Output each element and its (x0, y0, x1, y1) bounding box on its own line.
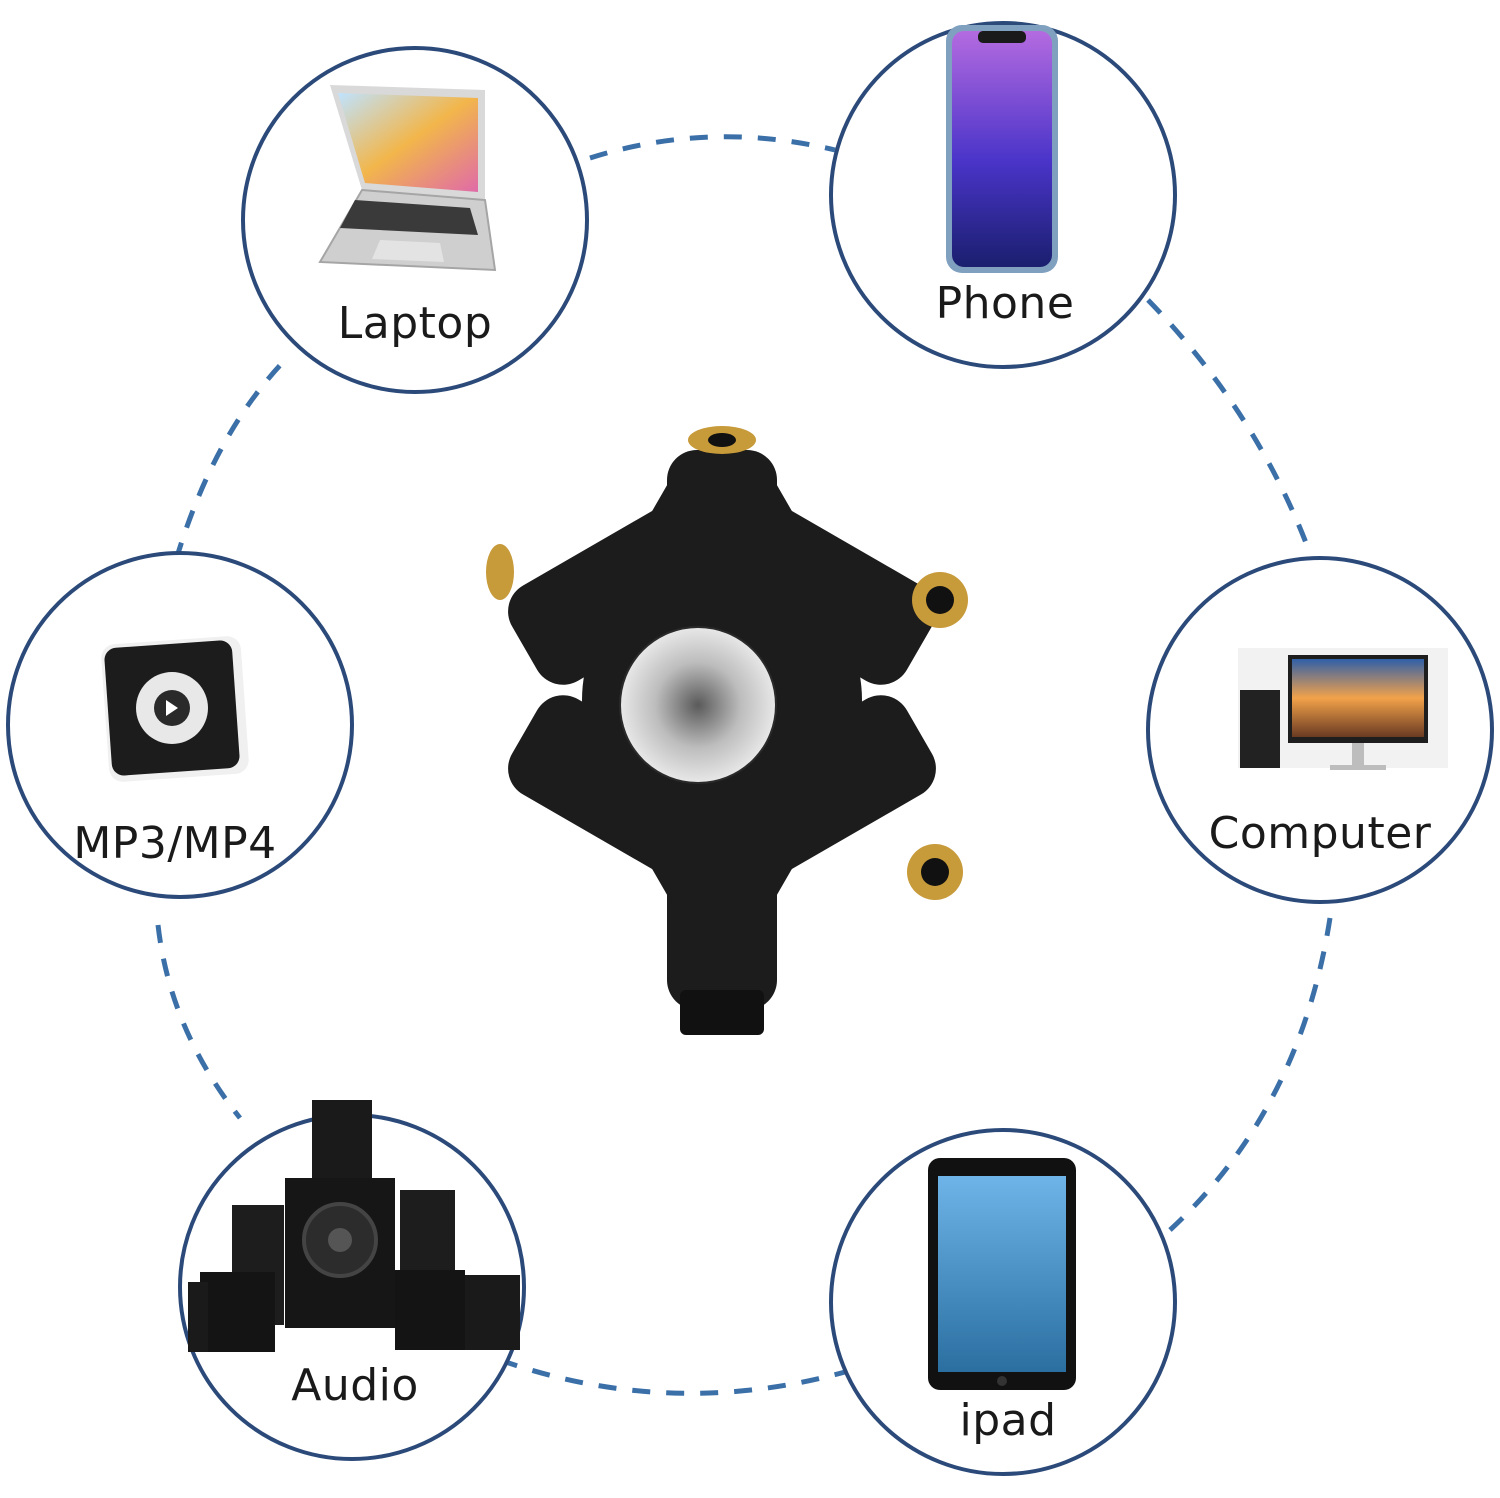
laptop-icon (318, 85, 497, 272)
connector-laptop-phone (589, 134, 836, 161)
mp3-player-icon (101, 636, 249, 782)
computer-icon (1238, 648, 1448, 770)
connector-laptop-mp3 (173, 353, 292, 561)
speakers-icon (188, 1100, 520, 1352)
audio-label: Audio (291, 1360, 419, 1411)
connector-mp3-audio (155, 924, 242, 1120)
splitter-adapter (486, 426, 968, 1035)
dashed-connectors (155, 134, 1333, 1396)
connector-phone-computer (1146, 298, 1311, 549)
tablet-icon (928, 1158, 1076, 1390)
laptop-label: Laptop (337, 298, 493, 349)
phone-icon (946, 25, 1058, 273)
connector-computer-ipad (1168, 917, 1333, 1232)
mp3-label: MP3/MP4 (73, 818, 277, 869)
computer-label: Computer (1208, 808, 1432, 859)
phone-label: Phone (935, 278, 1075, 329)
connector-audio-ipad (499, 1357, 846, 1396)
ipad-label: ipad (959, 1395, 1057, 1446)
